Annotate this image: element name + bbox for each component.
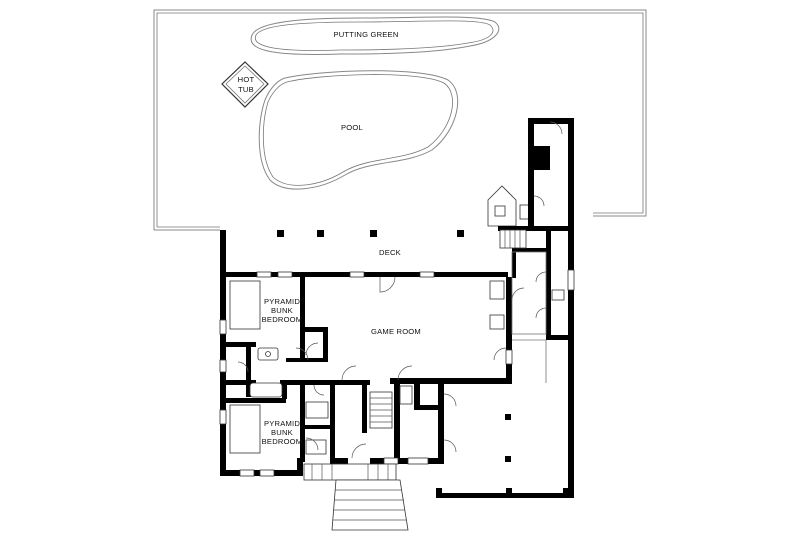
door-swings xyxy=(237,121,563,459)
house-walls xyxy=(220,118,574,498)
outdoor-kitchen xyxy=(487,185,530,227)
bunk-bottom-label-line3: BEDROOM xyxy=(262,437,303,446)
game-room-label: GAME ROOM xyxy=(371,327,421,336)
beds xyxy=(229,280,261,454)
bunk-top-label-line3: BEDROOM xyxy=(262,315,303,324)
yard-boundary xyxy=(153,9,647,231)
hot-tub-label-line1: HOT xyxy=(238,75,255,84)
bunk-top-label-line2: BUNK xyxy=(271,306,293,315)
hot-tub-label-line2: TUB xyxy=(238,85,254,94)
windows xyxy=(219,269,575,477)
screened-porch xyxy=(511,251,547,383)
deck-label: DECK xyxy=(379,248,401,257)
hot-tub xyxy=(221,61,269,108)
pool-label: POOL xyxy=(341,123,363,132)
bunk-bottom-label-line2: BUNK xyxy=(271,428,293,437)
pool xyxy=(258,70,459,190)
stairs xyxy=(303,229,527,531)
bath-fixtures xyxy=(249,280,565,455)
columns xyxy=(277,230,569,494)
bunk-top-label-line1: PYRAMID xyxy=(264,297,300,306)
putting-green xyxy=(250,16,500,55)
bunk-bottom-label-line1: PYRAMID xyxy=(264,419,300,428)
putting-green-label: PUTTING GREEN xyxy=(333,30,398,39)
